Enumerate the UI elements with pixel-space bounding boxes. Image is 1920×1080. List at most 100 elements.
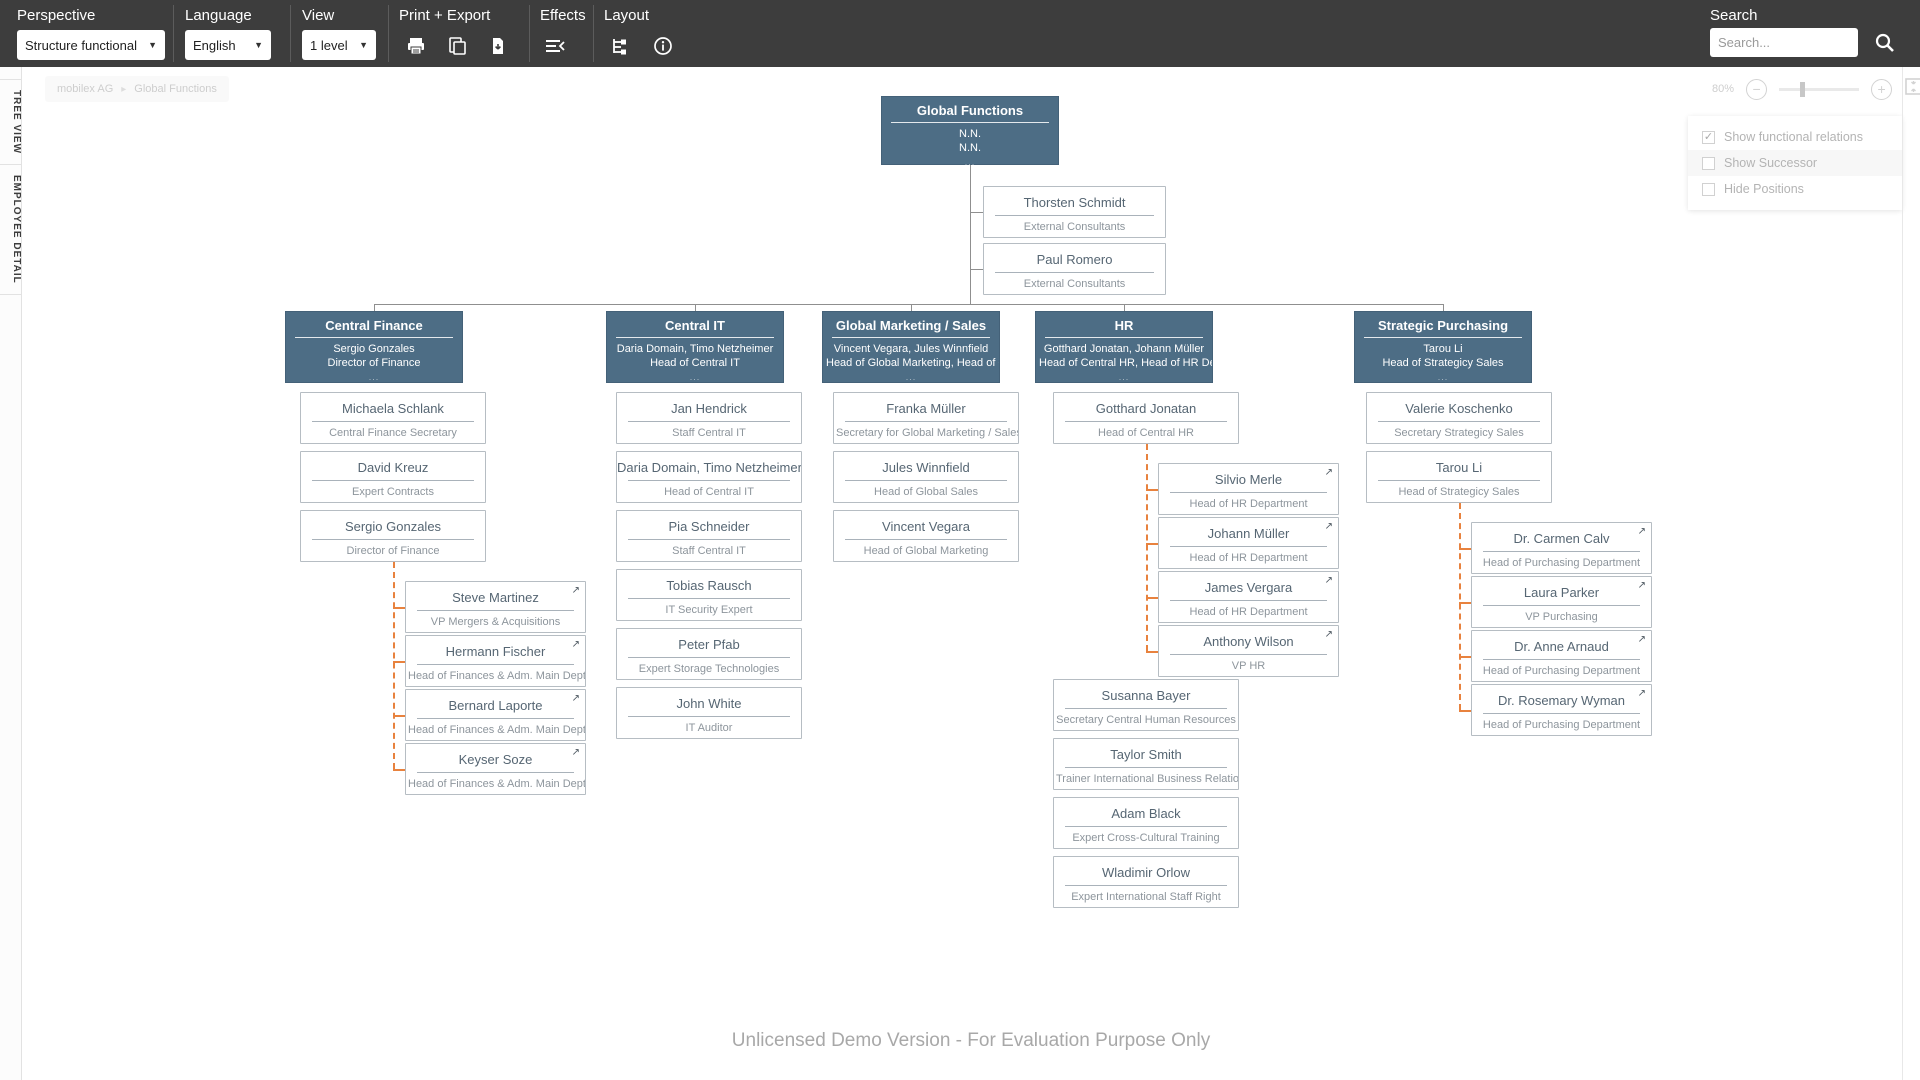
external-link-icon[interactable]: ↗ [571,693,580,704]
info-icon[interactable] [650,33,676,59]
person-name: Steve Martinez [452,590,539,605]
person-role: VP Mergers & Acquisitions [430,616,561,628]
language-dropdown[interactable]: English ▼ [185,30,271,60]
external-link-icon[interactable]: ↗ [571,747,580,758]
option-show-successor[interactable]: Show Successor [1688,150,1902,176]
expand-indicator[interactable]: ... [905,372,917,382]
zoom-slider[interactable] [1779,81,1860,97]
external-link-icon[interactable]: ↗ [1637,526,1646,537]
breadcrumb-current[interactable]: Global Functions [134,83,217,95]
org-unit-title: Strategic Purchasing [1377,318,1509,333]
perspective-dropdown[interactable]: Structure functional ▼ [17,30,165,60]
layout-tree-icon[interactable] [606,33,632,59]
expand-indicator[interactable]: ... [1118,372,1130,382]
option-show-functional-relations[interactable]: ✓Show functional relations [1688,124,1902,150]
expand-indicator[interactable]: ... [964,157,976,167]
external-link-icon[interactable]: ↗ [1324,467,1333,478]
external-link-icon[interactable]: ↗ [571,585,580,596]
fit-to-screen-icon[interactable] [1904,77,1920,101]
external-link-icon[interactable]: ↗ [1324,521,1333,532]
view-dropdown[interactable]: 1 level ▼ [302,30,376,60]
external-link-icon[interactable]: ↗ [1637,634,1646,645]
external-link-icon[interactable]: ↗ [1324,629,1333,640]
zoom-level: 80% [1712,83,1735,95]
divider [1170,546,1327,547]
tab-employee-detail[interactable]: EMPLOYEE DETAIL [0,165,22,295]
org-node[interactable]: Steve Martinez VP Mergers & Acquisitions ↗ [405,581,586,633]
zoom-toolbar: 80% − + [1712,77,1920,101]
functional-relation-connector [1459,602,1471,604]
search-input[interactable] [1710,28,1858,57]
divider [995,215,1154,216]
chevron-down-icon: ▼ [359,40,368,50]
checkbox-unchecked-icon[interactable] [1702,156,1715,170]
external-link-icon[interactable]: ↗ [1324,575,1333,586]
person-name: Dr. Carmen Calv [1513,531,1610,546]
person-role: Staff Central IT [672,427,746,439]
copy-icon[interactable] [444,33,470,59]
effects-icon[interactable] [542,33,568,59]
option-hide-positions[interactable]: Hide Positions [1688,176,1902,202]
export-file-icon[interactable] [485,33,511,59]
print-icon[interactable] [403,33,429,59]
person-name: Franka Müller [886,401,966,416]
functional-relation-connector [1146,597,1158,599]
external-link-icon[interactable]: ↗ [1637,688,1646,699]
zoom-slider-handle[interactable] [1799,81,1805,97]
divider [1378,421,1540,422]
zoom-in-button[interactable]: + [1871,78,1893,100]
view-label: View [302,7,335,24]
chart-canvas[interactable]: mobilex AG ▸ Global Functions 80% − + ✓S… [22,67,1920,1080]
tab-tree-view[interactable]: TREE VIEW [0,79,22,166]
external-link-icon[interactable]: ↗ [571,639,580,650]
breadcrumb-root[interactable]: mobilex AG [57,83,114,95]
zoom-out-button[interactable]: − [1746,78,1768,100]
person-role: VP Purchasing [1525,611,1598,623]
checkbox-checked-icon[interactable]: ✓ [1702,130,1715,144]
expand-indicator[interactable]: ... [689,372,701,382]
search-icon[interactable] [1872,30,1898,56]
checkbox-unchecked-icon[interactable] [1702,182,1715,196]
expand-indicator[interactable]: ... [1437,372,1449,382]
external-link-icon[interactable]: ↗ [1637,580,1646,591]
expand-indicator[interactable]: ... [368,372,380,382]
